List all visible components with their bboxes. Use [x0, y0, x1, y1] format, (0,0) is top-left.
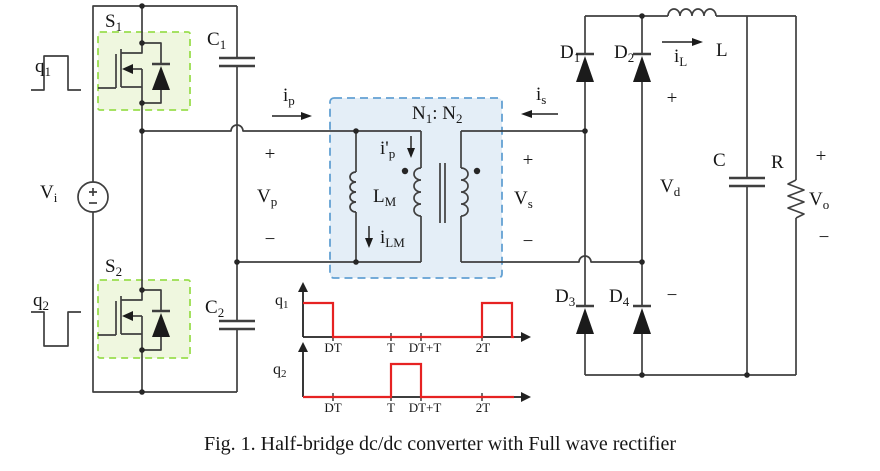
q2-tick-t: T — [387, 400, 395, 415]
label-d2: D2 — [614, 42, 634, 65]
q1-tick-t: T — [387, 340, 395, 355]
q1-waveform — [303, 301, 514, 339]
q2-tick-2t: 2T — [476, 400, 491, 415]
output-capacitor-c — [729, 176, 765, 188]
magnetizing-inductor-lm — [349, 171, 357, 213]
label-vp-minus: − — [265, 229, 276, 250]
label-vd-minus: − — [667, 285, 678, 306]
diode-d1 — [576, 52, 594, 82]
output-inductor-l — [667, 8, 717, 17]
diode-d3 — [576, 304, 594, 334]
label-is: is — [536, 84, 546, 107]
label-d3: D3 — [555, 286, 575, 309]
label-vp: Vp — [257, 186, 277, 209]
source-plus-mark — [89, 188, 97, 196]
q2-drive-pulse-glyph — [31, 311, 81, 347]
label-q2-axis: q2 — [273, 361, 287, 380]
label-vs-minus: − — [523, 231, 534, 252]
timing-diagram-q2: q2 DT T DT+T 2T — [273, 342, 531, 415]
voltage-source-vi — [77, 181, 109, 213]
circuit-svg: Vi S1 q1 C1 S2 q2 C2 ip + Vp − N1: N2 i'… — [31, 3, 830, 415]
label-c2: C2 — [205, 297, 224, 320]
label-vd: Vd — [660, 176, 681, 199]
label-lm: LM — [373, 186, 397, 209]
q1-drive-pulse-glyph — [31, 55, 81, 91]
q1-tick-dt: DT — [324, 340, 341, 355]
label-ilm: iLM — [380, 227, 405, 250]
label-d4: D4 — [609, 286, 630, 309]
label-s2: S2 — [105, 256, 122, 279]
label-vp-plus: + — [265, 144, 276, 165]
label-ip: ip — [283, 85, 295, 108]
junction-dots — [139, 3, 750, 395]
current-arrow-ip — [272, 112, 312, 120]
q1-tick-2t: 2T — [476, 340, 491, 355]
label-turns-ratio: N1: N2 — [412, 103, 462, 126]
label-q1-drive: q1 — [35, 56, 51, 79]
label-vd-plus: + — [667, 88, 678, 109]
transformer — [349, 163, 481, 223]
label-vs-plus: + — [523, 150, 534, 171]
timing-diagram-q1: q1 DT T DT+T 2T — [275, 282, 531, 355]
label-vo-plus: + — [816, 146, 827, 167]
label-d1: D1 — [560, 42, 580, 65]
label-vs: Vs — [514, 188, 533, 211]
transformer-model-box — [329, 97, 503, 279]
diode-d2 — [633, 52, 651, 82]
label-il: iL — [674, 46, 687, 69]
current-arrow-ip-reflected — [407, 136, 415, 158]
primary-polarity-dot — [401, 167, 409, 175]
capacitor-c1 — [219, 56, 255, 68]
wires — [92, 5, 797, 393]
label-q2-drive: q2 — [33, 290, 49, 313]
secondary-winding — [460, 167, 469, 217]
primary-winding — [413, 167, 422, 217]
current-arrow-is — [521, 110, 558, 118]
figure-caption: Fig. 1. Half-bridge dc/dc converter with… — [203, 433, 677, 455]
q2-tick-dt: DT — [324, 400, 341, 415]
q2-tick-dt-t: DT+T — [409, 400, 442, 415]
current-arrow-il — [662, 38, 703, 46]
q1-tick-dt-t: DT+T — [409, 340, 442, 355]
diode-d4 — [633, 304, 651, 334]
label-vi: Vi — [40, 182, 58, 205]
label-l: L — [716, 40, 728, 61]
label-ip-reflected: i'p — [380, 138, 395, 161]
q2-waveform — [303, 362, 514, 399]
capacitor-c2 — [219, 319, 255, 331]
secondary-polarity-dot — [473, 167, 481, 175]
load-resistor-r — [787, 179, 805, 219]
label-vo-minus: − — [819, 227, 830, 248]
label-q1-axis: q1 — [275, 292, 289, 311]
label-s1: S1 — [105, 11, 122, 34]
transformer-core — [439, 163, 446, 223]
label-vo: Vo — [809, 189, 829, 212]
label-r-load: R — [771, 152, 784, 173]
label-c1: C1 — [207, 29, 226, 52]
label-c-out: C — [713, 150, 726, 171]
current-arrow-ilm — [365, 226, 373, 248]
